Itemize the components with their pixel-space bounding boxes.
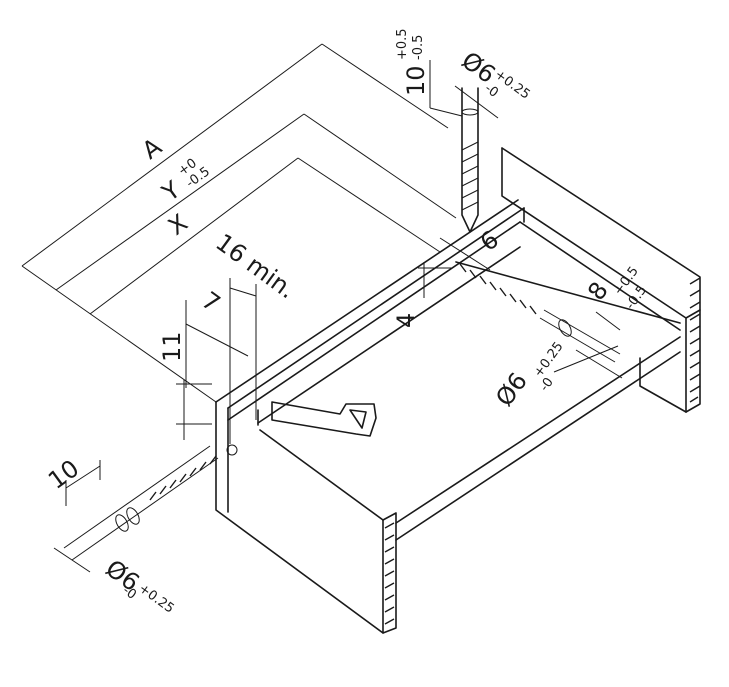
dim-label-dia-right-tol-upper: +0.25 xyxy=(531,339,567,380)
dim-label-dia-bottom-tol-upper: +0.25 xyxy=(136,581,177,617)
hand-saw-icon xyxy=(271,401,377,437)
drawer-outline xyxy=(215,147,701,634)
dim-label-11: 11 xyxy=(158,331,186,362)
drill-hole-icon xyxy=(539,309,621,363)
dim-label-y: Y xyxy=(156,175,185,207)
dim-label-4: 4 xyxy=(392,313,420,328)
dim-label-dia-top-tol-upper: +0.25 xyxy=(492,67,533,103)
dim-label-7: 7 xyxy=(196,286,225,318)
dim-label-6: 6 xyxy=(475,225,504,257)
dim-label-10-left: 10 xyxy=(43,454,84,495)
drill-hole-icon-left xyxy=(63,444,238,561)
dim-label-10-top: 10 xyxy=(402,65,430,96)
drill-bit-icon xyxy=(461,87,479,233)
dim-label-a: A xyxy=(137,132,167,165)
dim-label-10-top-tol-upper: +0.5 xyxy=(395,28,410,60)
dim-label-dia-right: Ø6 xyxy=(490,367,533,411)
dim-label-8: 8 xyxy=(582,277,614,306)
dim-label-x: X xyxy=(163,209,193,241)
dim-label-10-top-tol-lower: -0.5 xyxy=(411,35,426,60)
hatched-edges xyxy=(149,263,701,625)
dimension-lines xyxy=(21,43,623,573)
